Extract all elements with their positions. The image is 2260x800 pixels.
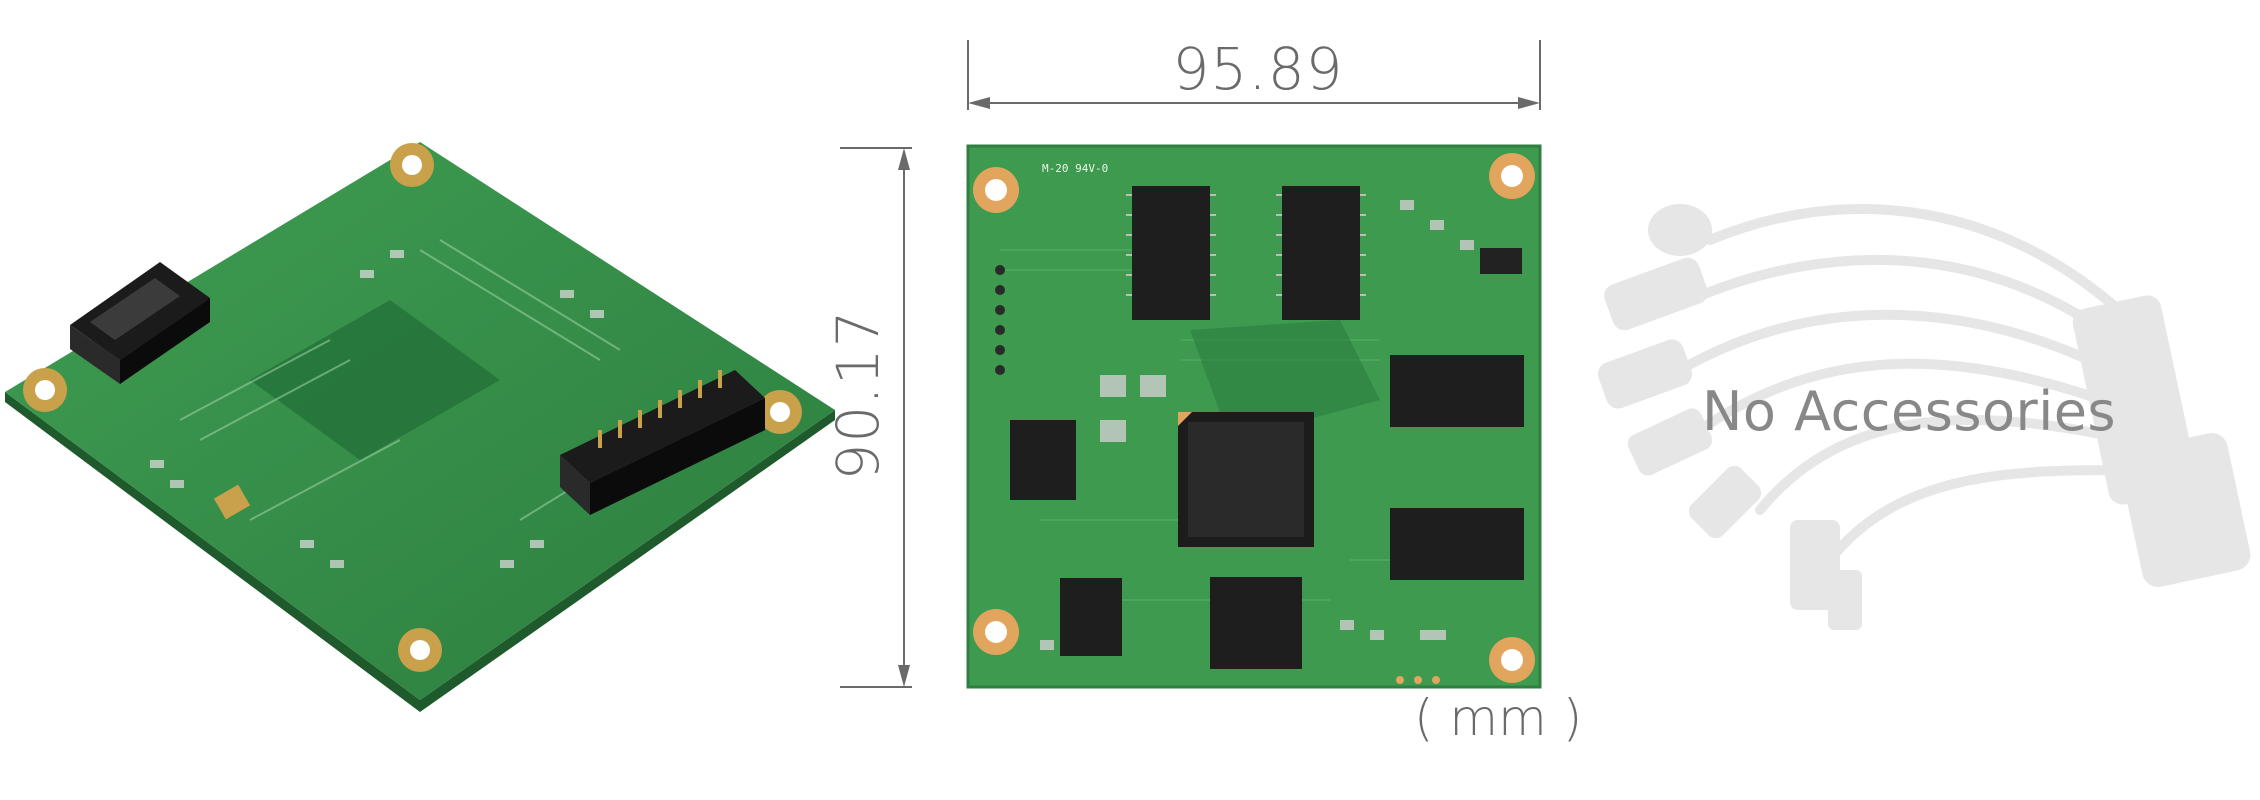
unit-label: ( mm )	[1414, 689, 1583, 747]
width-dimension-label: 95.89	[1172, 35, 1344, 103]
height-dimension-label: 90.17	[824, 309, 892, 481]
board-pin-header	[560, 370, 765, 515]
board-angle-photo	[5, 142, 835, 712]
accessory-cable-illustration	[1597, 204, 2251, 630]
width-dimension-line	[967, 40, 1541, 110]
no-accessories-label: No Accessories	[1702, 380, 2117, 443]
mounting-holes	[973, 153, 1535, 683]
height-dimension-line	[840, 147, 912, 688]
memory-chips	[1126, 186, 1366, 320]
silkscreen-marking: M-20 94V-0	[1042, 162, 1108, 175]
board-connector-left	[70, 262, 210, 384]
